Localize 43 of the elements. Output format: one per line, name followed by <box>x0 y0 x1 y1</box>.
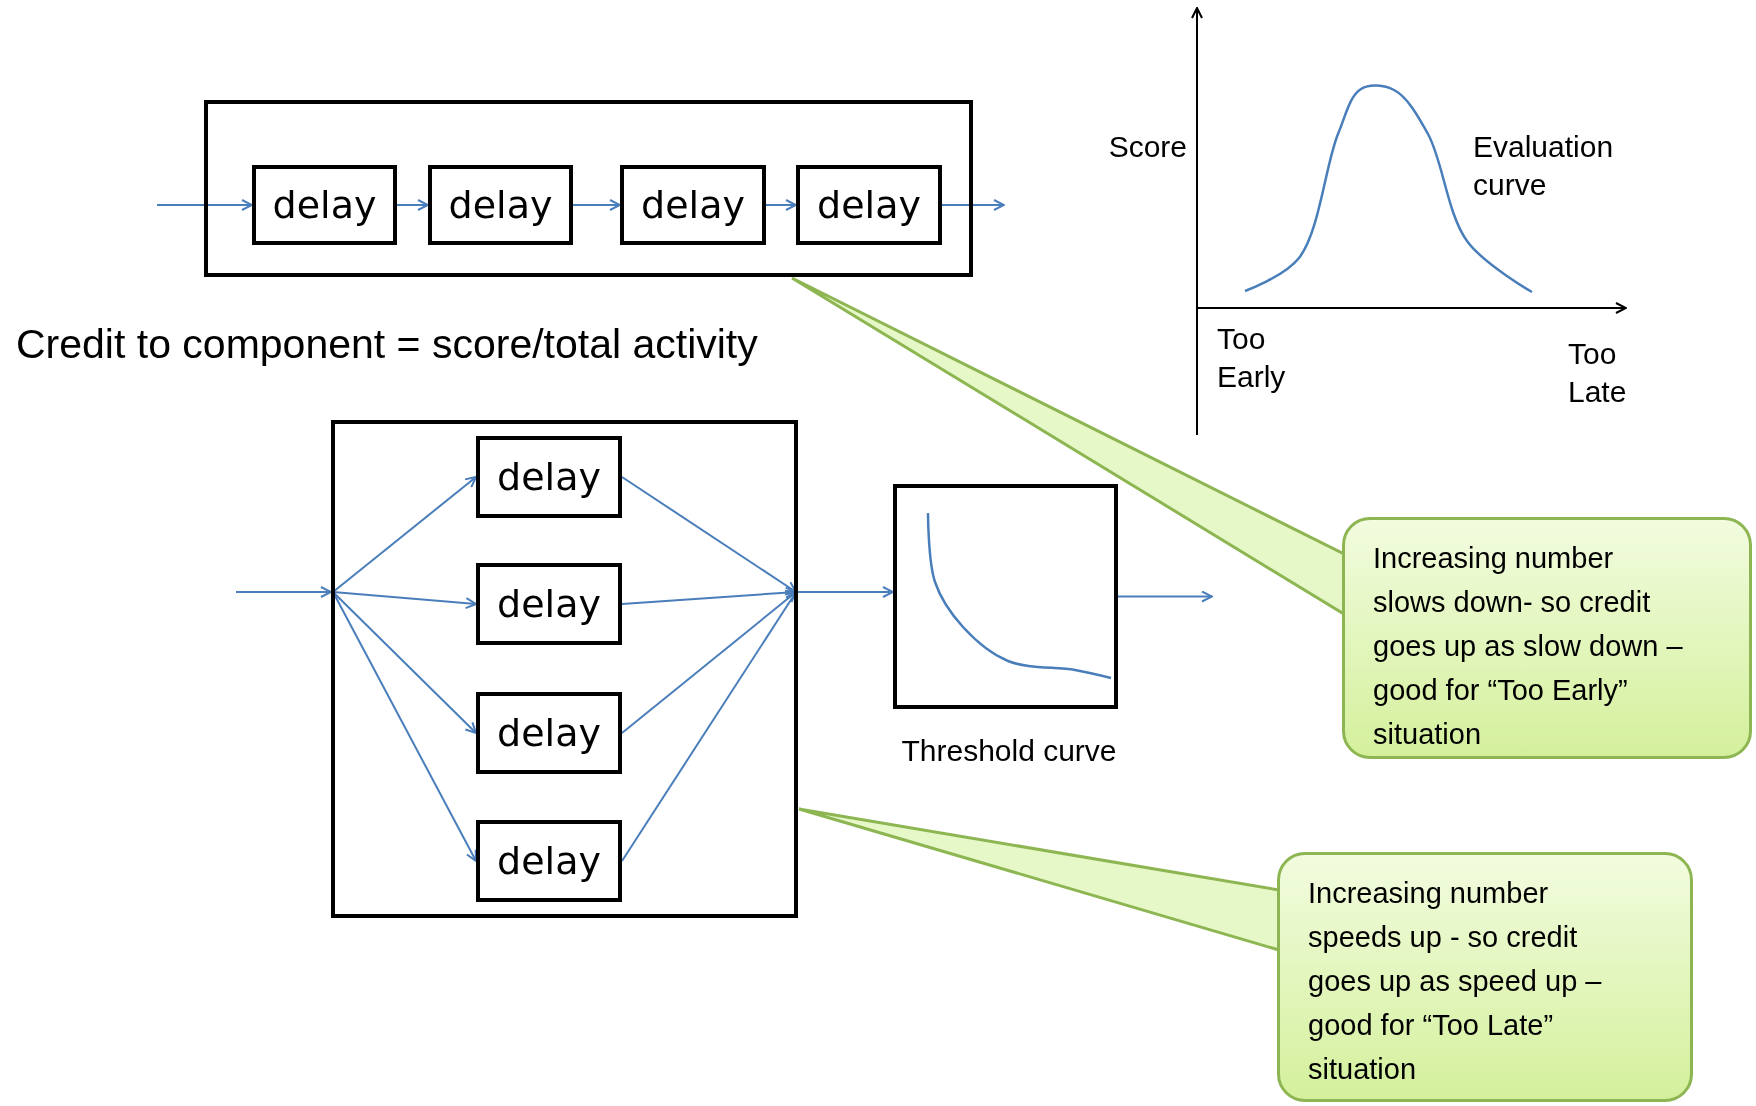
arrow <box>621 476 797 593</box>
arrow <box>332 476 477 593</box>
arrow <box>572 199 621 211</box>
box-label: delay <box>272 186 377 224</box>
arrow <box>396 199 429 211</box>
box-label: delay <box>817 186 921 224</box>
arrow <box>621 591 797 734</box>
delay-box <box>252 165 397 245</box>
arrow <box>797 586 894 598</box>
box-label: delay <box>497 585 601 623</box>
threshold-box <box>893 484 1118 709</box>
delay-box <box>476 692 622 774</box>
arrow <box>621 591 797 862</box>
box-label: delay <box>497 842 601 880</box>
box-label: delay <box>641 186 745 224</box>
axis-label: Score <box>1108 129 1187 165</box>
arrow <box>941 199 1005 211</box>
formula-text: Credit to component = score/total activity <box>16 320 758 369</box>
caption-text: Threshold curve <box>901 734 1117 768</box>
delay-box <box>620 165 766 245</box>
container-box <box>204 100 973 277</box>
arrow <box>332 591 477 610</box>
arrow <box>235 586 332 598</box>
axis-label: Too Late <box>1568 336 1628 411</box>
arrow <box>1117 590 1213 603</box>
delay-box <box>476 820 622 902</box>
arrow <box>332 591 477 734</box>
callout-bubble <box>1277 852 1693 1102</box>
box-label: delay <box>497 458 601 496</box>
arrow <box>156 199 253 211</box>
callout-bubble <box>1342 517 1752 759</box>
box-label: delay <box>448 186 553 224</box>
box-label: delay <box>497 714 601 752</box>
callout-text: Increasing number slows down- so credit goes up as slow down – good for “Too Early” situation <box>1373 541 1684 752</box>
delay-box <box>476 436 622 518</box>
delay-box <box>476 563 622 645</box>
curve-label: Evaluation curve <box>1473 129 1615 204</box>
container-box <box>331 420 798 918</box>
delay-box <box>428 165 573 245</box>
callout-text: Increasing number speeds up - so credit goes up as speed up – good for “Too Late” situation <box>1308 876 1603 1087</box>
delay-box <box>796 165 942 245</box>
arrow <box>765 199 797 211</box>
axis-label: Too Early <box>1217 321 1287 396</box>
